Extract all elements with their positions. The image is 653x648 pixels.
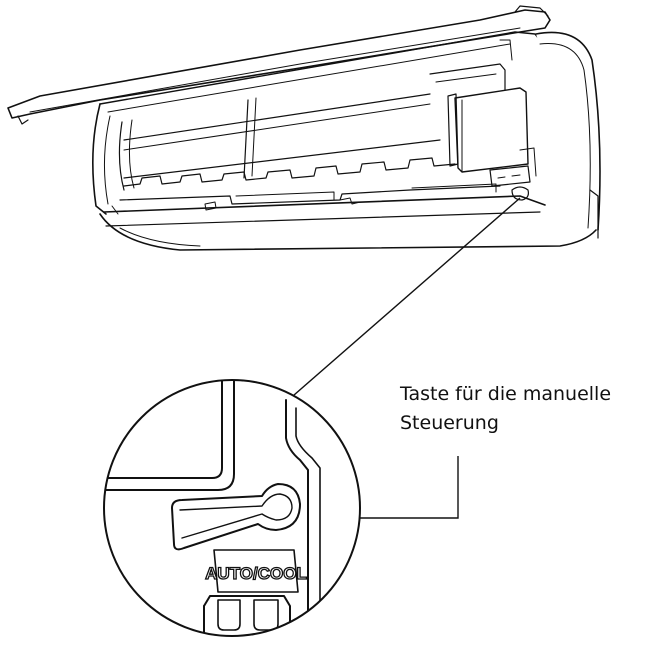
magnified-detail: AUTO/COOL (103, 379, 361, 637)
manual-control-button (171, 483, 301, 551)
callout-label-line2: Steuerung (400, 412, 499, 434)
air-filter-frame (111, 93, 501, 215)
callout-bracket (354, 456, 459, 519)
unit-body (92, 31, 601, 251)
leader-line-to-button (285, 197, 521, 403)
auto-cool-label: AUTO/COOL (205, 564, 307, 583)
control-box (429, 39, 537, 201)
front-panel (7, 5, 551, 125)
leader-lines (285, 197, 521, 519)
callout-label-line1: Taste für die manuelle (400, 383, 612, 405)
indoor-unit (7, 5, 601, 251)
